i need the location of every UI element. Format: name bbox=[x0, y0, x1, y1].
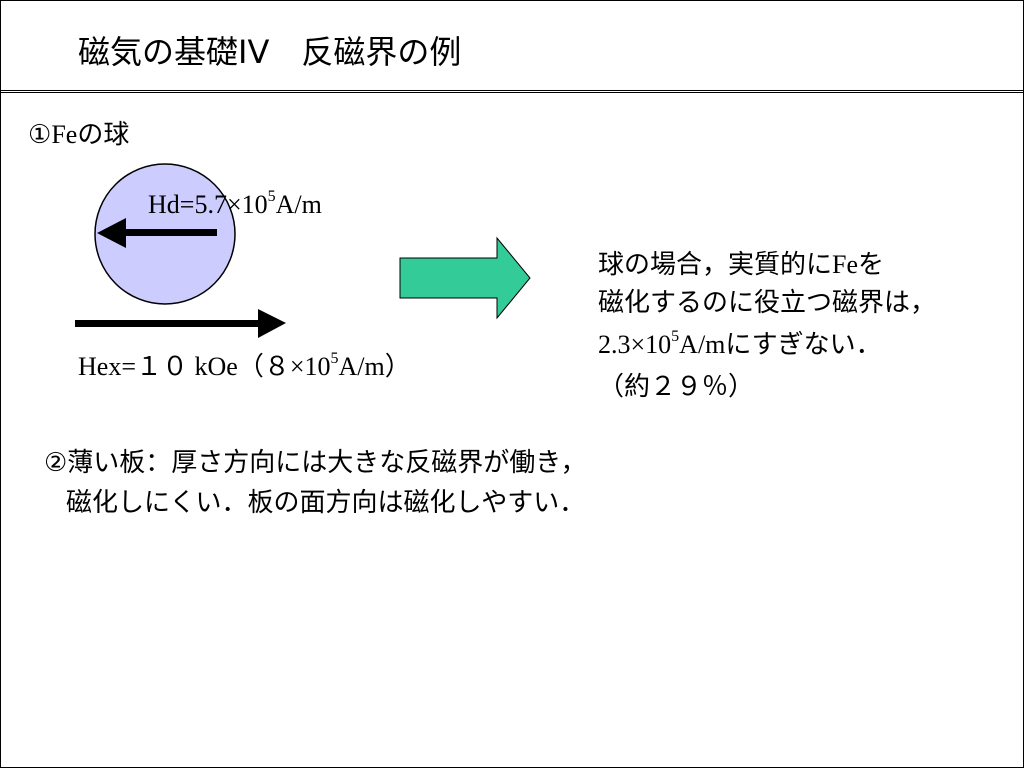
section2-line-2: 磁化しにくい．板の面方向は磁化しやすい． bbox=[66, 488, 586, 518]
hex-label-prefix: Hex= bbox=[78, 352, 136, 381]
external-field-arrow bbox=[75, 309, 286, 338]
result-line-3: 2.3×105A/mにすぎない． bbox=[598, 328, 882, 362]
slide-border-top bbox=[0, 0, 1024, 1]
result-line-1-a: 球の場合，実質的に bbox=[598, 250, 833, 280]
hd-label: Hd=5.7×105A/m bbox=[148, 188, 322, 222]
hex-label-value: １０ bbox=[135, 352, 188, 381]
hex-label-unit: kOe（８×10 bbox=[188, 352, 331, 381]
hex-label-end: A/m） bbox=[338, 352, 411, 381]
section1-heading-suffix: の球 bbox=[77, 120, 130, 150]
result-arrow bbox=[399, 236, 531, 320]
section2-line-1: ②薄い板：厚さ方向には大きな反磁界が働き， bbox=[44, 448, 587, 478]
hex-label: Hex=１０ kOe（８×105A/m） bbox=[78, 350, 411, 384]
hd-label-unit: A/m bbox=[275, 190, 322, 219]
slide-title: 磁気の基礎IV 反磁界の例 bbox=[78, 33, 462, 71]
result-line-3-c: にすぎない． bbox=[725, 330, 882, 360]
section1-heading: ①Feの球 bbox=[28, 118, 129, 152]
result-line-3-b: A/m bbox=[679, 330, 726, 359]
hex-label-exponent: 5 bbox=[330, 350, 339, 368]
result-line-4: （約２９％） bbox=[598, 372, 755, 402]
section1-number: ① bbox=[28, 120, 52, 150]
result-line-1-fe: Fe bbox=[832, 250, 859, 279]
section1-fe: Fe bbox=[51, 120, 78, 149]
hd-label-main: Hd=5.7×10 bbox=[148, 190, 268, 219]
result-line-1-b: を bbox=[858, 250, 885, 280]
result-line-3-exponent: 5 bbox=[671, 328, 680, 346]
demagnetizing-field-arrow bbox=[97, 218, 217, 248]
hd-label-exponent: 5 bbox=[267, 188, 276, 206]
slide-border-left bbox=[0, 0, 1, 768]
result-line-3-a: 2.3×10 bbox=[598, 330, 672, 359]
title-divider bbox=[0, 90, 1024, 93]
result-line-1: 球の場合，実質的にFeを bbox=[598, 248, 884, 282]
result-line-2: 磁化するのに役立つ磁界は， bbox=[598, 288, 937, 318]
